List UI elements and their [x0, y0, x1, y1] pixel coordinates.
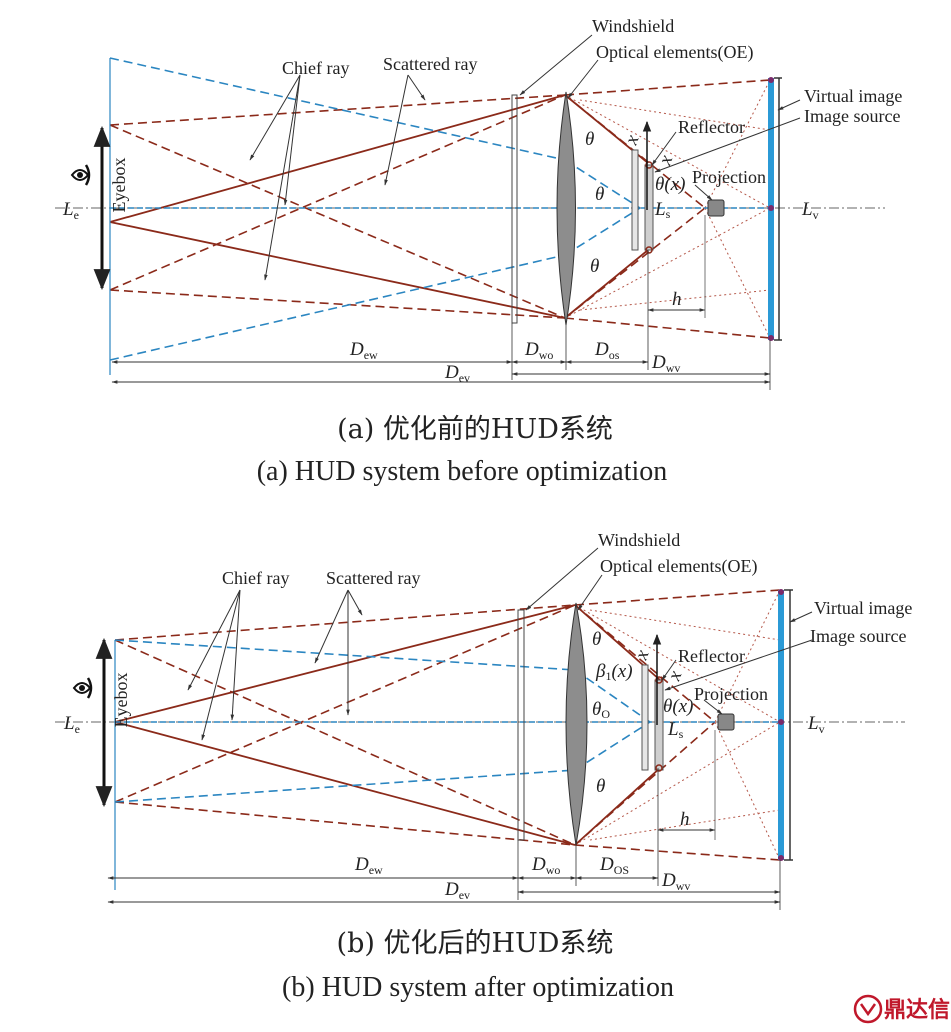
optical-element-lens-b — [565, 602, 588, 846]
caption-a-cn: (a) 优化前的HUD系统 — [337, 414, 613, 445]
svg-text:θ: θ — [585, 129, 594, 150]
svg-text:Dwo: Dwo — [531, 854, 560, 877]
svg-text:Lv: Lv — [807, 713, 825, 736]
scattered-ray-label-b: Scattered ray — [326, 568, 420, 588]
le-label: Le — [62, 199, 79, 222]
windshield-label: Windshield — [592, 16, 674, 36]
svg-text:θ: θ — [595, 184, 604, 205]
dimensions-b — [107, 768, 781, 910]
projection-box — [707, 199, 725, 217]
svg-text:Dwo: Dwo — [524, 339, 553, 362]
image-source-label: Image source — [804, 106, 900, 126]
svg-text:θ(x): θ(x) — [663, 696, 693, 717]
svg-text:x: x — [654, 152, 677, 169]
svg-text:h: h — [672, 289, 682, 310]
chief-ray-label-b: Chief ray — [222, 568, 289, 588]
caption-b-cn: (b) 优化后的HUD系统 — [337, 928, 614, 959]
reflector-label-b: Reflector — [678, 646, 745, 666]
svg-text:Dew: Dew — [349, 339, 378, 362]
eyebox-label: Eyebox — [109, 158, 129, 213]
projection-box-b — [717, 713, 735, 731]
svg-text:θ: θ — [592, 629, 601, 650]
svg-text:h: h — [680, 809, 690, 830]
image-source-label-b: Image source — [810, 626, 906, 646]
windshield — [511, 94, 518, 324]
blue-rays — [109, 57, 770, 361]
virtual-rays-b — [574, 589, 781, 861]
svg-text:θ: θ — [590, 256, 599, 277]
watermark-text: 鼎达信 — [884, 997, 950, 1023]
projection-label: Projection — [692, 167, 766, 187]
lv-label: Lv — [801, 199, 819, 222]
optical-elements-label-b: Optical elements(OE) — [600, 556, 757, 577]
watermark: 鼎达信 — [853, 994, 950, 1024]
svg-text:Ls: Ls — [654, 199, 671, 221]
chief-ray-label: Chief ray — [282, 58, 349, 78]
dimensions-a — [111, 250, 771, 390]
optical-elements-label: Optical elements(OE) — [596, 42, 753, 63]
virtual-image-label: Virtual image — [804, 86, 902, 106]
optical-element-lens — [556, 91, 576, 326]
image-source-plate — [644, 164, 654, 251]
scattered-ray-label: Scattered ray — [383, 54, 477, 74]
svg-text:θ(x): θ(x) — [655, 174, 685, 195]
eye-icon — [72, 677, 93, 699]
svg-text:Dev: Dev — [444, 362, 470, 385]
reflector — [631, 149, 639, 251]
blue-rays-b — [114, 639, 780, 803]
svg-text:β1(x): β1(x) — [595, 661, 633, 683]
caption-a-en: (a) HUD system before optimization — [257, 456, 668, 487]
watermark-logo-icon — [853, 994, 883, 1024]
svg-text:Dwv: Dwv — [651, 352, 680, 375]
virtual-rays — [564, 79, 771, 339]
eye-icon — [70, 164, 91, 186]
diagram-a: Eyebox Le Lv x x θ θ θ — [55, 16, 902, 487]
svg-text:Dev: Dev — [444, 879, 470, 902]
projection-label-b: Projection — [694, 684, 768, 704]
svg-text:DOS: DOS — [599, 854, 629, 877]
svg-text:Dew: Dew — [354, 854, 383, 877]
svg-text:Dos: Dos — [594, 339, 620, 362]
eyebox-label-b: Eyebox — [111, 673, 131, 728]
svg-text:θ: θ — [596, 776, 605, 797]
svg-text:Le: Le — [63, 713, 80, 736]
svg-text:Dwv: Dwv — [661, 870, 690, 893]
virtual-image-label-b: Virtual image — [814, 598, 912, 618]
reflector-label: Reflector — [678, 117, 745, 137]
scattered-rays — [109, 79, 771, 339]
diagram-b: Eyebox Le Lv x x θ β1(x) θO θ θ(x) Ls — [55, 530, 912, 1003]
caption-b-en: (b) HUD system after optimization — [282, 972, 674, 1003]
svg-text:θO: θO — [592, 699, 610, 721]
windshield-label-b: Windshield — [598, 530, 680, 550]
windshield-b — [517, 609, 525, 841]
svg-text:x: x — [621, 132, 644, 149]
